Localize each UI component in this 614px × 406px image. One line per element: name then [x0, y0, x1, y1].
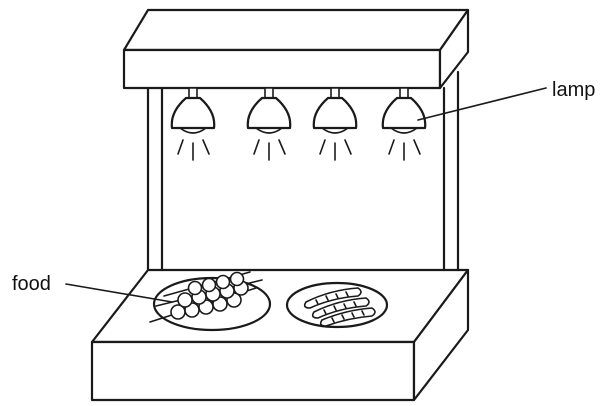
food-label: food: [12, 273, 51, 295]
lamp-4: [383, 88, 425, 160]
lamp-3: [314, 88, 356, 160]
lamp-label: lamp: [552, 79, 595, 101]
lamp-1: [172, 88, 214, 160]
food-plate-sausages: [287, 283, 387, 327]
canopy-hood: [124, 10, 468, 88]
base-counter: [92, 270, 468, 400]
right-post: [444, 72, 458, 270]
lamp-2: [248, 88, 290, 160]
left-post: [148, 88, 162, 270]
lamp-leader-line: [418, 88, 546, 120]
